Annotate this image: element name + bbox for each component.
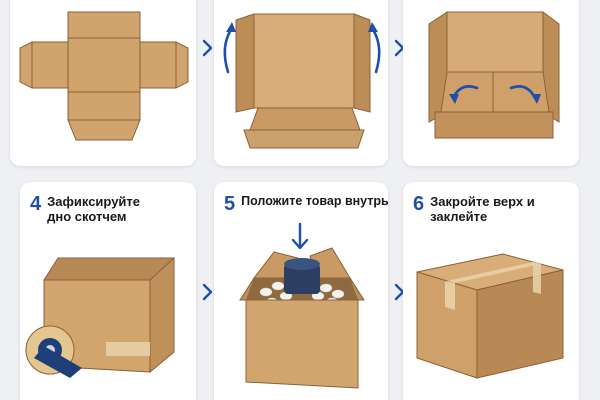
step-panel-4: 4 Зафиксируйте дно скотчем [20, 182, 196, 400]
step-number: 5 [224, 193, 236, 215]
chevron-right-icon [200, 38, 216, 58]
step-heading-5: 5 Положите товар внутрь [224, 194, 388, 214]
step-heading-4: 4 Зафиксируйте дно скотчем [30, 194, 167, 224]
step-panel-5: 5 Положите товар внутрь [214, 182, 388, 400]
step-text: Положите товар внутрь [241, 194, 388, 208]
step-text: Зафиксируйте дно скотчем [47, 194, 141, 224]
folded-walls-illustration [223, 13, 381, 149]
step-panel-2 [214, 0, 388, 166]
tape-dispenser-icon [25, 325, 82, 378]
step-text: Закройте верх и заклейте [430, 194, 535, 224]
step-heading-6: 6 Закройте верх и заклейте [413, 194, 550, 224]
step-panel-1 [10, 0, 196, 166]
closed-taped-box-illustration [416, 253, 564, 379]
flat-box-blank-illustration [19, 11, 189, 141]
product-jar-icon [284, 258, 320, 294]
step-panel-3 [403, 0, 579, 166]
down-arrow-icon [291, 222, 309, 250]
chevron-right-icon [200, 282, 216, 302]
box-with-product-illustration [239, 222, 365, 389]
step-number: 4 [30, 193, 42, 215]
step-panel-6: 6 Закройте верх и заклейте [403, 182, 579, 400]
open-box-with-tape-illustration [25, 256, 175, 378]
step-number: 6 [413, 193, 425, 215]
fold-bottom-flaps-illustration [428, 11, 560, 139]
